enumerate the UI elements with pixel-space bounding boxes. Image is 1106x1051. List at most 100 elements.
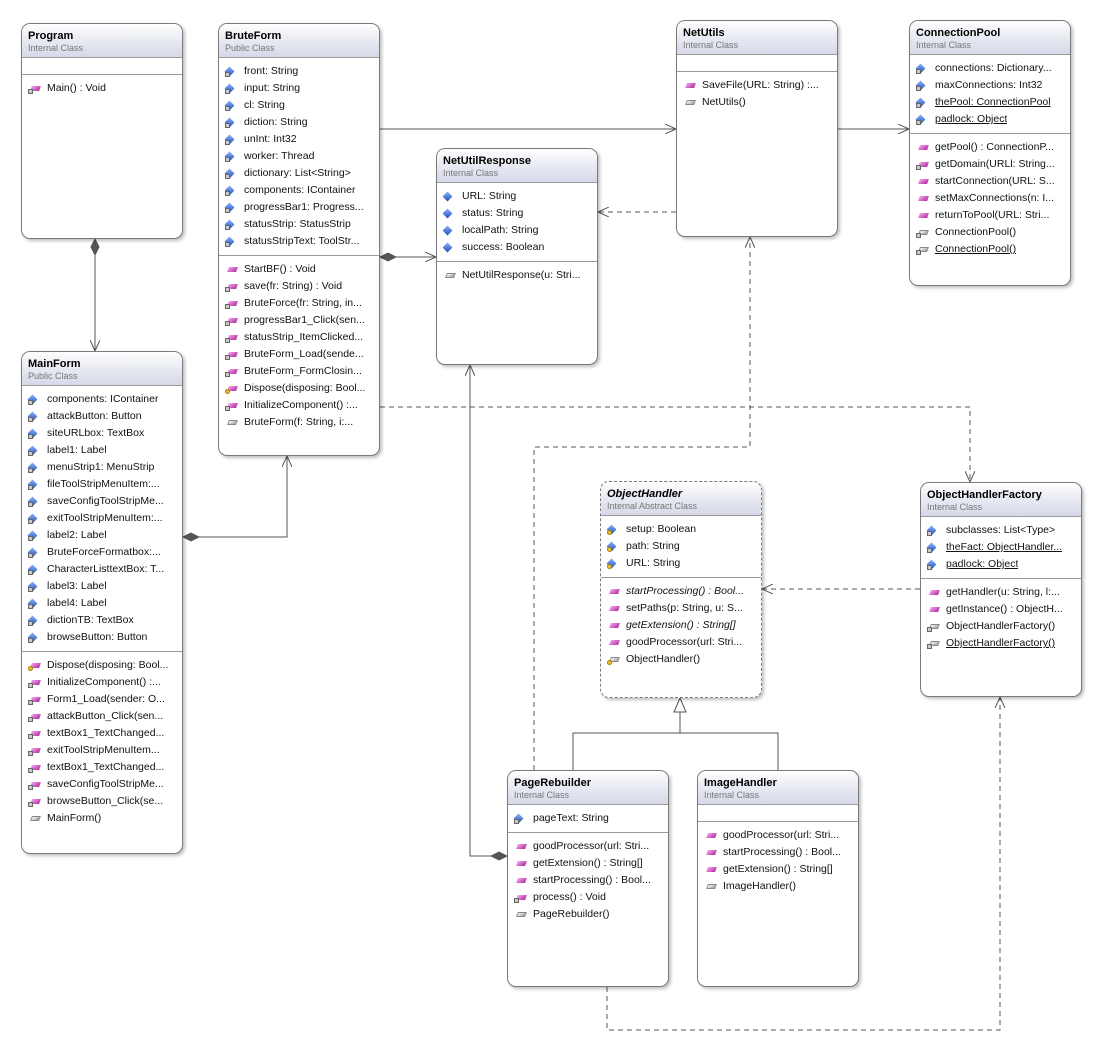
field-row[interactable]: label3: Label [22, 578, 182, 595]
method-row[interactable]: statusStrip_ItemClicked... [219, 329, 379, 346]
field-row[interactable]: localPath: String [437, 222, 597, 239]
field-row[interactable]: success: Boolean [437, 239, 597, 256]
method-row[interactable]: NetUtils() [677, 94, 837, 111]
method-row[interactable]: getHandler(u: String, l:... [921, 584, 1081, 601]
method-row[interactable]: Main() : Void [22, 80, 182, 97]
method-row[interactable]: textBox1_TextChanged... [22, 725, 182, 742]
field-row[interactable]: statusStrip: StatusStrip [219, 216, 379, 233]
field-row[interactable]: path: String [601, 538, 761, 555]
field-row[interactable]: thePool: ConnectionPool [910, 94, 1070, 111]
method-row[interactable]: ObjectHandlerFactory() [921, 635, 1081, 652]
field-row[interactable]: progressBar1: Progress... [219, 199, 379, 216]
method-row[interactable]: ImageHandler() [698, 878, 858, 895]
field-row[interactable]: worker: Thread [219, 148, 379, 165]
field-row[interactable]: menuStrip1: MenuStrip [22, 459, 182, 476]
method-row[interactable]: getExtension() : String[] [508, 855, 668, 872]
method-row[interactable]: Dispose(disposing: Bool... [219, 380, 379, 397]
field-row[interactable]: siteURLbox: TextBox [22, 425, 182, 442]
method-row[interactable]: textBox1_TextChanged... [22, 759, 182, 776]
field-row[interactable]: diction: String [219, 114, 379, 131]
field-row[interactable]: BruteForceFormatbox:... [22, 544, 182, 561]
field-row[interactable]: connections: Dictionary... [910, 60, 1070, 77]
field-row[interactable]: pageText: String [508, 810, 668, 827]
method-row[interactable]: PageRebuilder() [508, 906, 668, 923]
method-row[interactable]: ObjectHandlerFactory() [921, 618, 1081, 635]
field-row[interactable]: subclasses: List<Type> [921, 522, 1081, 539]
method-row[interactable]: returnToPool(URL: Stri... [910, 207, 1070, 224]
method-row[interactable]: BruteForce(fr: String, in... [219, 295, 379, 312]
method-row[interactable]: startProcessing() : Bool... [508, 872, 668, 889]
field-row[interactable]: CharacterListtextBox: T... [22, 561, 182, 578]
method-row[interactable]: save(fr: String) : Void [219, 278, 379, 295]
field-row[interactable]: URL: String [601, 555, 761, 572]
method-row[interactable]: progressBar1_Click(sen... [219, 312, 379, 329]
method-row[interactable]: MainForm() [22, 810, 182, 827]
field-row[interactable]: label4: Label [22, 595, 182, 612]
method-row[interactable]: getInstance() : ObjectH... [921, 601, 1081, 618]
field-row[interactable]: attackButton: Button [22, 408, 182, 425]
field-row[interactable]: label2: Label [22, 527, 182, 544]
field-row[interactable]: setup: Boolean [601, 521, 761, 538]
field-row[interactable]: label1: Label [22, 442, 182, 459]
method-row[interactable]: NetUtilResponse(u: Stri... [437, 267, 597, 284]
method-row[interactable]: getExtension() : String[] [698, 861, 858, 878]
field-row[interactable]: unInt: Int32 [219, 131, 379, 148]
field-row[interactable]: maxConnections: Int32 [910, 77, 1070, 94]
method-row[interactable]: BruteForm(f: String, i:... [219, 414, 379, 431]
field-row[interactable]: components: IContainer [219, 182, 379, 199]
method-row[interactable]: ConnectionPool() [910, 241, 1070, 258]
field-row[interactable]: dictionary: List<String> [219, 165, 379, 182]
field-row[interactable]: theFact: ObjectHandler... [921, 539, 1081, 556]
method-row[interactable]: InitializeComponent() :... [22, 674, 182, 691]
method-row[interactable]: SaveFile(URL: String) :... [677, 77, 837, 94]
method-row[interactable]: BruteForm_Load(sende... [219, 346, 379, 363]
method-row[interactable]: Form1_Load(sender: O... [22, 691, 182, 708]
field-row[interactable]: status: String [437, 205, 597, 222]
field-row[interactable]: statusStripText: ToolStr... [219, 233, 379, 250]
method-row[interactable]: StartBF() : Void [219, 261, 379, 278]
method-row[interactable]: exitToolStripMenuItem... [22, 742, 182, 759]
method-row[interactable]: saveConfigToolStripMe... [22, 776, 182, 793]
method-row[interactable]: goodProcessor(url: Stri... [698, 827, 858, 844]
field-row[interactable]: fileToolStripMenuItem:... [22, 476, 182, 493]
method-row[interactable]: getExtension() : String[] [601, 617, 761, 634]
field-row[interactable]: components: IContainer [22, 391, 182, 408]
method-row[interactable]: startConnection(URL: S... [910, 173, 1070, 190]
field-row[interactable]: browseButton: Button [22, 629, 182, 646]
method-row[interactable]: getDomain(URLl: String... [910, 156, 1070, 173]
field-row[interactable]: dictionTB: TextBox [22, 612, 182, 629]
field-row[interactable]: saveConfigToolStripMe... [22, 493, 182, 510]
method-row[interactable]: goodProcessor(url: Stri... [508, 838, 668, 855]
field-row[interactable]: front: String [219, 63, 379, 80]
method-row[interactable]: setPaths(p: String, u: S... [601, 600, 761, 617]
field-row[interactable]: input: String [219, 80, 379, 97]
method-row[interactable]: goodProcessor(url: Stri... [601, 634, 761, 651]
method-row[interactable]: Dispose(disposing: Bool... [22, 657, 182, 674]
method-row[interactable]: BruteForm_FormClosin... [219, 363, 379, 380]
method-row[interactable]: getPool() : ConnectionP... [910, 139, 1070, 156]
method-row[interactable]: ObjectHandler() [601, 651, 761, 668]
method-row[interactable]: process() : Void [508, 889, 668, 906]
method-row[interactable]: ConnectionPool() [910, 224, 1070, 241]
method-row[interactable]: setMaxConnections(n: I... [910, 190, 1070, 207]
method-row[interactable]: attackButton_Click(sen... [22, 708, 182, 725]
field-row[interactable]: cl: String [219, 97, 379, 114]
